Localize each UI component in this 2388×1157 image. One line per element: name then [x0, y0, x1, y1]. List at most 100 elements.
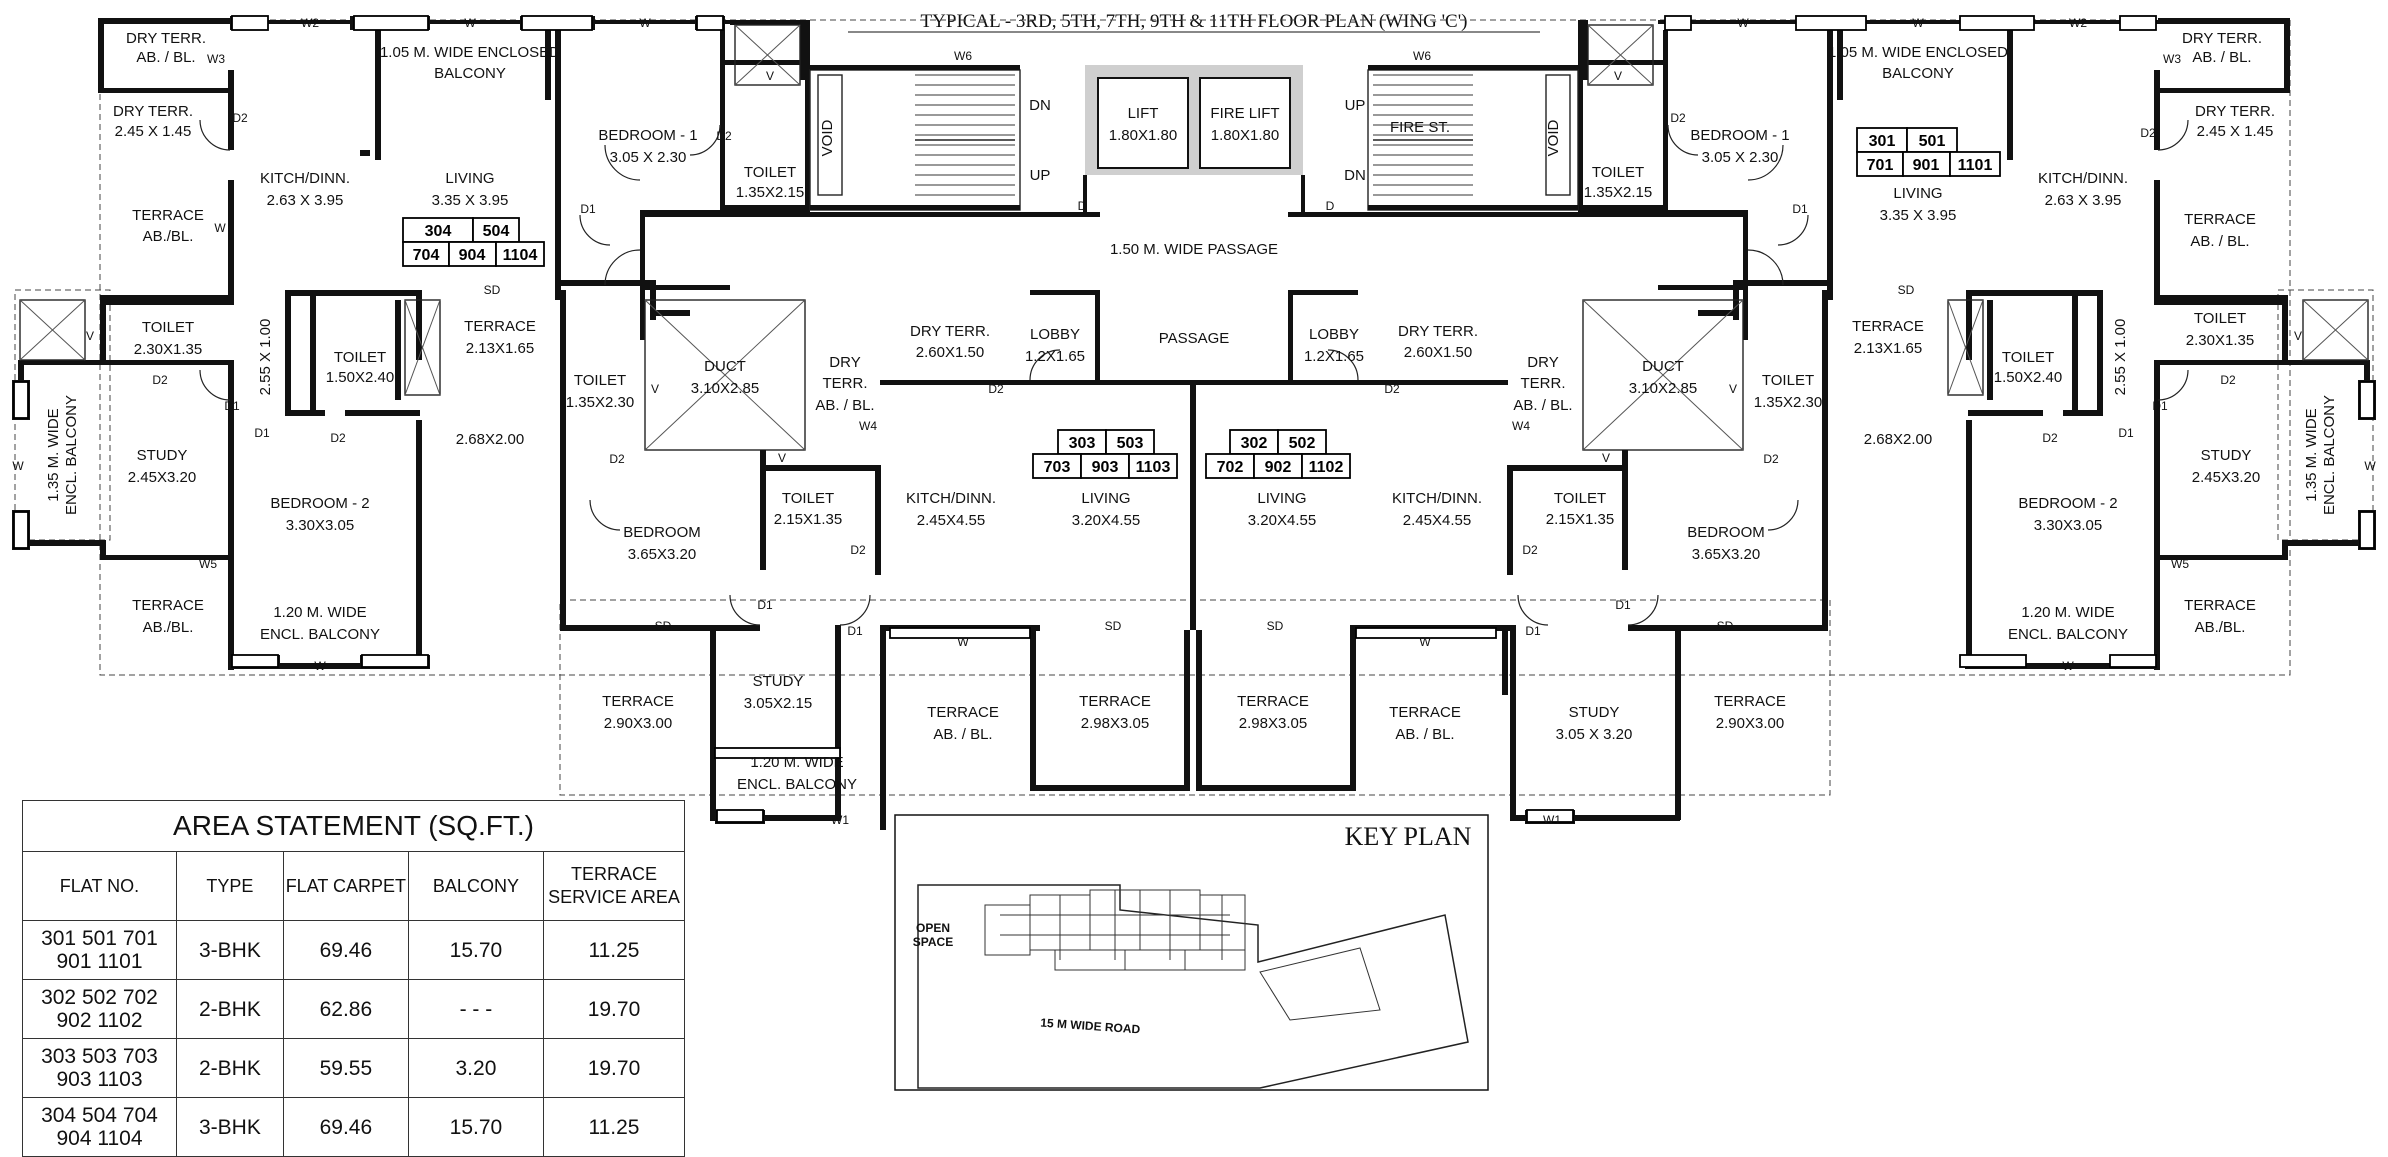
svg-text:DRY TERR.: DRY TERR.	[2182, 30, 2262, 47]
svg-text:D1: D1	[757, 598, 773, 612]
svg-text:1.35X2.15: 1.35X2.15	[1584, 184, 1652, 201]
svg-text:1.20 M. WIDE: 1.20 M. WIDE	[2021, 604, 2114, 621]
flat-number-block-sw: 303 503 703 903 1103	[1032, 429, 1178, 479]
svg-text:2.98X3.05: 2.98X3.05	[1081, 715, 1149, 732]
svg-text:SPACE: SPACE	[913, 935, 953, 949]
svg-text:TERR.: TERR.	[823, 375, 868, 392]
svg-text:W: W	[1419, 635, 1431, 649]
svg-text:D1: D1	[1615, 598, 1631, 612]
svg-text:703: 703	[1044, 459, 1071, 476]
svg-text:W: W	[314, 659, 326, 673]
svg-text:V: V	[1729, 382, 1737, 396]
svg-text:1.35 M. WIDE: 1.35 M. WIDE	[45, 408, 62, 501]
w6-right: W6	[1413, 49, 1431, 63]
door-swings	[199, 119, 2189, 626]
svg-text:ENCL. BALCONY: ENCL. BALCONY	[63, 395, 80, 515]
svg-text:D2: D2	[1763, 452, 1779, 466]
svg-text:2.63 X 3.95: 2.63 X 3.95	[2045, 192, 2122, 209]
svg-text:TERRACE: TERRACE	[464, 318, 536, 335]
svg-text:2.30X1.35: 2.30X1.35	[134, 341, 202, 358]
svg-text:D2: D2	[232, 111, 248, 125]
svg-text:2.60X1.50: 2.60X1.50	[916, 344, 984, 361]
svg-text:702: 702	[1217, 459, 1244, 476]
svg-text:3.30X3.05: 3.30X3.05	[2034, 517, 2102, 534]
svg-text:BEDROOM - 1: BEDROOM - 1	[1690, 127, 1789, 144]
right-window-marks	[1664, 15, 2375, 668]
svg-text:KITCH/DINN.: KITCH/DINN.	[2038, 170, 2128, 187]
svg-text:1.05 M. WIDE ENCLOSED: 1.05 M. WIDE ENCLOSED	[1828, 44, 2008, 61]
w6-left: W6	[954, 49, 972, 63]
svg-text:3.30X3.05: 3.30X3.05	[286, 517, 354, 534]
svg-text:2.98X3.05: 2.98X3.05	[1239, 715, 1307, 732]
up-right: UP	[1345, 97, 1366, 114]
svg-text:W4: W4	[859, 419, 877, 433]
svg-text:2.45 X 1.45: 2.45 X 1.45	[115, 123, 192, 140]
svg-text:1.20 M. WIDE: 1.20 M. WIDE	[273, 604, 366, 621]
svg-text:LIVING: LIVING	[1893, 185, 1942, 202]
svg-text:V: V	[1602, 451, 1610, 465]
svg-text:TOILET: TOILET	[782, 490, 834, 507]
svg-text:TOILET: TOILET	[2002, 349, 2054, 366]
svg-text:TERRACE: TERRACE	[2184, 211, 2256, 228]
svg-text:DUCT: DUCT	[704, 358, 746, 375]
svg-text:SD: SD	[484, 283, 501, 297]
svg-text:D2: D2	[2220, 373, 2236, 387]
dry-terr-ab: DRY TERR.	[126, 30, 206, 47]
svg-text:2.63 X 3.95: 2.63 X 3.95	[267, 192, 344, 209]
svg-text:2.45X4.55: 2.45X4.55	[1403, 512, 1471, 529]
door-d-right: D	[1326, 199, 1335, 213]
header-terrace-service-area: TERRACE SERVICE AREA	[542, 851, 686, 921]
svg-text:W3: W3	[2163, 52, 2181, 66]
svg-text:LIVING: LIVING	[1081, 490, 1130, 507]
svg-text:D2: D2	[1670, 111, 1686, 125]
left-wing-labels: DRY TERR. AB. / BL. W2 W W W3 1.05 M. WI…	[12, 16, 804, 673]
svg-text:STUDY: STUDY	[753, 673, 804, 690]
svg-text:2.45 X 1.45: 2.45 X 1.45	[2197, 123, 2274, 140]
svg-text:TERR.: TERR.	[1521, 375, 1566, 392]
svg-text:BEDROOM - 1: BEDROOM - 1	[598, 127, 697, 144]
svg-text:BALCONY: BALCONY	[434, 65, 506, 82]
svg-text:3.20X4.55: 3.20X4.55	[1248, 512, 1316, 529]
svg-text:TERRACE: TERRACE	[1237, 693, 1309, 710]
svg-text:D2: D2	[716, 129, 732, 143]
svg-text:LOBBY: LOBBY	[1309, 326, 1359, 343]
svg-text:3.20X4.55: 3.20X4.55	[1072, 512, 1140, 529]
svg-text:TOILET: TOILET	[2194, 310, 2246, 327]
svg-text:1.20 M. WIDE: 1.20 M. WIDE	[750, 754, 843, 771]
svg-text:3.65X3.20: 3.65X3.20	[1692, 546, 1760, 563]
svg-text:503: 503	[1117, 435, 1144, 452]
svg-text:V: V	[778, 451, 786, 465]
svg-text:TERRACE: TERRACE	[1714, 693, 1786, 710]
area-statement-table: AREA STATEMENT (SQ.FT.) FLAT NO. TYPE FL…	[22, 800, 686, 1157]
svg-text:3.10X2.85: 3.10X2.85	[1629, 380, 1697, 397]
svg-text:W1: W1	[1543, 813, 1561, 827]
svg-text:D2: D2	[1384, 382, 1400, 396]
svg-text:2.45X3.20: 2.45X3.20	[2192, 469, 2260, 486]
svg-text:D2: D2	[2140, 126, 2156, 140]
flat-number-block-se: 302 502 702 902 1102	[1205, 429, 1351, 479]
svg-text:2.60X1.50: 2.60X1.50	[1404, 344, 1472, 361]
svg-text:1.35X2.30: 1.35X2.30	[1754, 394, 1822, 411]
svg-text:TERRACE: TERRACE	[602, 693, 674, 710]
table-row: 302 502 702 902 1102 2-BHK 62.86 - - - 1…	[22, 979, 686, 1039]
svg-text:BEDROOM - 2: BEDROOM - 2	[270, 495, 369, 512]
svg-text:LIVING: LIVING	[445, 170, 494, 187]
svg-text:1.2X1.65: 1.2X1.65	[1025, 348, 1085, 365]
svg-text:V: V	[1614, 69, 1622, 83]
svg-text:W3: W3	[207, 52, 225, 66]
svg-text:W5: W5	[2171, 557, 2189, 571]
svg-text:D1: D1	[2118, 426, 2134, 440]
svg-text:BEDROOM: BEDROOM	[1687, 524, 1765, 541]
svg-text:TERRACE: TERRACE	[132, 207, 204, 224]
svg-text:D1: D1	[1525, 624, 1541, 638]
svg-text:904: 904	[459, 247, 486, 264]
svg-text:W: W	[12, 459, 24, 473]
svg-text:V: V	[86, 329, 94, 343]
svg-text:2.55 X 1.00: 2.55 X 1.00	[2112, 319, 2129, 396]
svg-text:DRY TERR.: DRY TERR.	[910, 323, 990, 340]
svg-text:DRY TERR.: DRY TERR.	[1398, 323, 1478, 340]
svg-text:TERRACE: TERRACE	[132, 597, 204, 614]
svg-text:2.55 X 1.00: 2.55 X 1.00	[257, 319, 274, 396]
svg-text:DRY: DRY	[829, 354, 860, 371]
